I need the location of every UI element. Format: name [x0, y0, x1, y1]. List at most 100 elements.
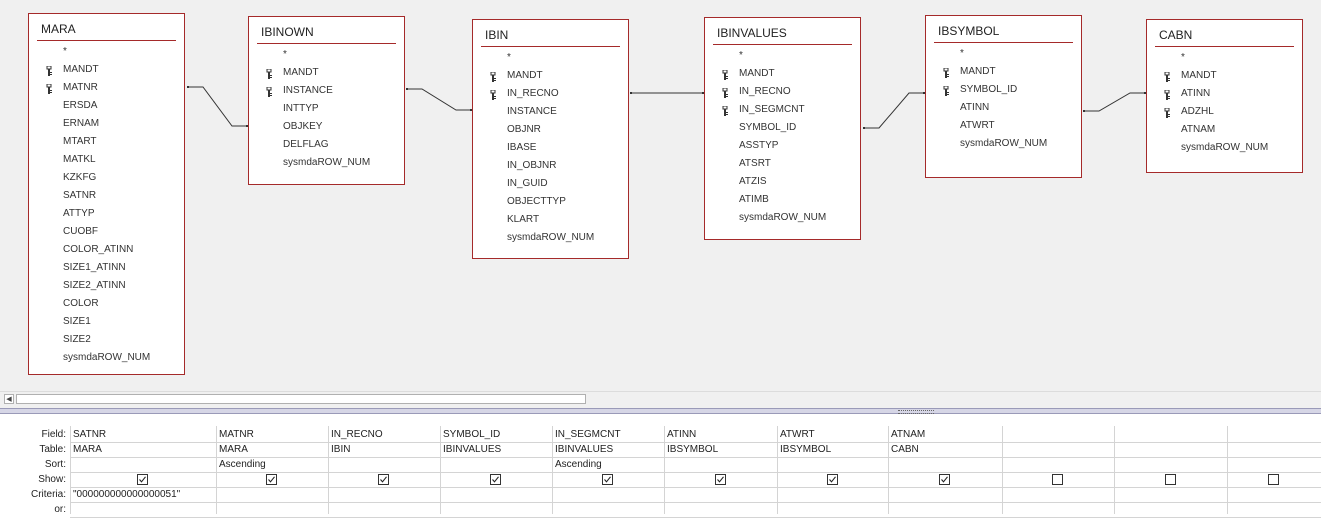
show-checkbox[interactable] [1052, 474, 1063, 485]
join-line[interactable] [1084, 92, 1145, 112]
field-item[interactable]: MTART [29, 133, 184, 151]
field-item[interactable]: sysmdaROW_NUM [705, 209, 860, 227]
field-item[interactable]: MANDT [249, 64, 404, 82]
field-item[interactable]: CUOBF [29, 223, 184, 241]
field-item[interactable]: KZKFG [29, 169, 184, 187]
field-item[interactable]: COLOR [29, 295, 184, 313]
show-checkbox[interactable] [137, 474, 148, 485]
field-list-title[interactable]: CABN [1159, 28, 1193, 42]
join-line[interactable] [407, 88, 471, 111]
field-list-title[interactable]: IBSYMBOL [938, 24, 1000, 38]
field-item[interactable]: MANDT [705, 65, 860, 83]
grid-field-cell[interactable]: SYMBOL_ID [443, 429, 501, 440]
grid-table-cell[interactable]: CABN [891, 444, 919, 455]
field-item[interactable]: ATINN [926, 99, 1081, 117]
field-item[interactable]: IN_SEGMCNT [705, 101, 860, 119]
join-line[interactable] [188, 86, 247, 127]
field-item[interactable]: sysmdaROW_NUM [29, 349, 184, 367]
field-list-title[interactable]: IBINOWN [261, 25, 314, 39]
field-item[interactable]: SIZE2 [29, 331, 184, 349]
field-item[interactable]: ATNAM [1147, 121, 1302, 139]
grid-sort-cell[interactable]: Ascending [555, 459, 602, 470]
field-item[interactable]: OBJECTTYP [473, 193, 628, 211]
field-item[interactable]: ASSTYP [705, 137, 860, 155]
field-item[interactable]: MANDT [29, 61, 184, 79]
grid-field-cell[interactable]: ATNAM [891, 429, 926, 440]
show-checkbox[interactable] [1165, 474, 1176, 485]
field-item[interactable]: MANDT [1147, 67, 1302, 85]
field-item[interactable]: SIZE1 [29, 313, 184, 331]
show-checkbox[interactable] [378, 474, 389, 485]
scrollbar-thumb[interactable] [16, 394, 586, 404]
field-item[interactable]: INSTANCE [473, 103, 628, 121]
grid-or-cell[interactable] [780, 504, 885, 515]
field-item[interactable]: * [705, 47, 860, 65]
field-item[interactable]: MATKL [29, 151, 184, 169]
show-checkbox[interactable] [490, 474, 501, 485]
grid-or-cell[interactable] [443, 504, 549, 515]
grid-field-cell[interactable]: ATWRT [780, 429, 815, 440]
field-item[interactable]: INTTYP [249, 100, 404, 118]
field-item[interactable]: IN_GUID [473, 175, 628, 193]
field-item[interactable]: MANDT [926, 63, 1081, 81]
grid-field-cell[interactable]: IN_SEGMCNT [555, 429, 621, 440]
field-item[interactable]: * [29, 43, 184, 61]
field-item[interactable]: ATINN [1147, 85, 1302, 103]
grid-table-cell[interactable]: MARA [219, 444, 248, 455]
grid-field-cell[interactable]: ATINN [667, 429, 697, 440]
grid-table-cell[interactable]: MARA [73, 444, 102, 455]
grid-criteria-cell[interactable]: "000000000000000051" [73, 489, 181, 500]
grid-or-cell[interactable] [219, 504, 325, 515]
field-item[interactable]: SYMBOL_ID [926, 81, 1081, 99]
show-checkbox[interactable] [602, 474, 613, 485]
grid-field-cell[interactable]: MATNR [219, 429, 254, 440]
grid-table-cell[interactable]: IBSYMBOL [667, 444, 719, 455]
field-item[interactable]: * [473, 49, 628, 67]
grid-field-cell[interactable]: IN_RECNO [331, 429, 383, 440]
field-item[interactable]: MATNR [29, 79, 184, 97]
field-item[interactable]: MANDT [473, 67, 628, 85]
field-item[interactable]: ATIMB [705, 191, 860, 209]
grid-or-cell[interactable] [331, 504, 437, 515]
field-item[interactable]: ERSDA [29, 97, 184, 115]
scroll-left-button[interactable]: ◀ [4, 394, 14, 404]
grid-or-cell[interactable] [891, 504, 999, 515]
field-item[interactable]: SIZE1_ATINN [29, 259, 184, 277]
field-item[interactable]: sysmdaROW_NUM [473, 229, 628, 247]
field-item[interactable]: KLART [473, 211, 628, 229]
grid-or-cell[interactable] [1230, 504, 1318, 515]
grid-or-cell[interactable] [667, 504, 774, 515]
field-item[interactable]: * [926, 45, 1081, 63]
field-item[interactable]: SYMBOL_ID [705, 119, 860, 137]
field-item[interactable]: INSTANCE [249, 82, 404, 100]
join-line[interactable] [864, 92, 924, 129]
grid-table-cell[interactable]: IBIN [331, 444, 351, 455]
field-item[interactable]: COLOR_ATINN [29, 241, 184, 259]
field-item[interactable]: sysmdaROW_NUM [249, 154, 404, 172]
field-list-title[interactable]: MARA [41, 22, 76, 36]
show-checkbox[interactable] [1268, 474, 1279, 485]
field-item[interactable]: SATNR [29, 187, 184, 205]
splitter-grip[interactable] [898, 410, 934, 414]
show-checkbox[interactable] [715, 474, 726, 485]
field-item[interactable]: ADZHL [1147, 103, 1302, 121]
field-item[interactable]: * [249, 46, 404, 64]
field-item[interactable]: IBASE [473, 139, 628, 157]
field-item[interactable]: sysmdaROW_NUM [926, 135, 1081, 153]
grid-sort-cell[interactable]: Ascending [219, 459, 266, 470]
show-checkbox[interactable] [266, 474, 277, 485]
field-item[interactable]: ATZIS [705, 173, 860, 191]
grid-or-cell[interactable] [73, 504, 213, 515]
field-item[interactable]: ATTYP [29, 205, 184, 223]
field-item[interactable]: DELFLAG [249, 136, 404, 154]
grid-or-cell[interactable] [1005, 504, 1111, 515]
field-list-title[interactable]: IBINVALUES [717, 26, 787, 40]
grid-table-cell[interactable]: IBINVALUES [555, 444, 614, 455]
grid-field-cell[interactable]: SATNR [73, 429, 107, 440]
